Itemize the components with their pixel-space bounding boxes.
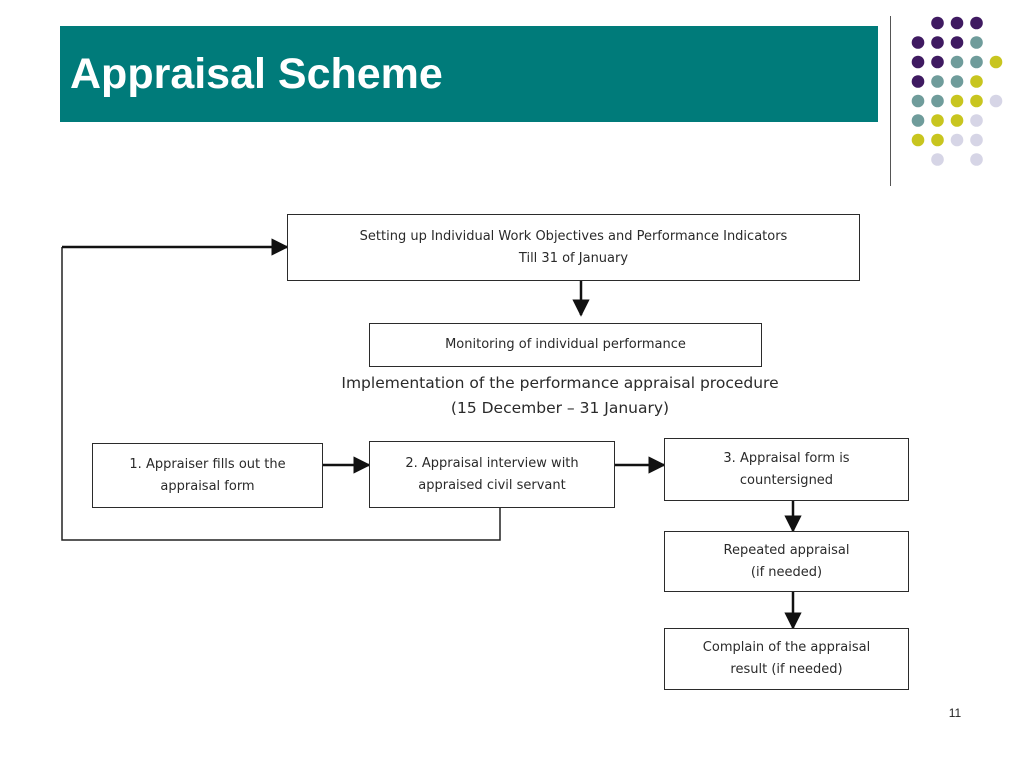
complain-box: Complain of the appraisal result (if nee…: [664, 628, 909, 690]
decorative-dot: [970, 36, 983, 49]
decorative-dot: [950, 16, 964, 30]
step1-box: 1. Appraiser fills out the appraisal for…: [92, 443, 323, 508]
decorative-dot: [911, 114, 925, 127]
decorative-dot: [970, 94, 983, 108]
complain-line-2: result (if needed): [730, 662, 843, 677]
decorative-dot: [911, 94, 925, 108]
decorative-dot: [970, 153, 983, 166]
decorative-dot: [931, 153, 944, 166]
decorative-dot: [970, 55, 983, 69]
decorative-dot: [931, 55, 944, 69]
objectives-line-2: Till 31 of January: [518, 250, 629, 266]
slide-title: Appraisal Scheme: [70, 50, 443, 98]
decorative-dot: [950, 114, 964, 127]
decorative-dot: [931, 114, 944, 127]
decorative-dot: [950, 36, 964, 49]
decorative-dot: [911, 133, 925, 147]
repeated-line-2: (if needed): [750, 564, 823, 580]
decorative-dot: [950, 94, 964, 108]
objectives-box: Setting up Individual Work Objectives an…: [287, 214, 860, 281]
decorative-dot: [931, 94, 944, 108]
step2-box: 2. Appraisal interview with appraised ci…: [369, 441, 615, 508]
complain-line-1: Complain of the appraisal: [702, 640, 871, 655]
decorative-dot: [950, 55, 964, 69]
procedure-caption-line-1: Implementation of the performance apprai…: [341, 374, 779, 392]
repeated-line-1: Repeated appraisal: [723, 542, 850, 558]
monitoring-box: Monitoring of individual performance: [369, 323, 762, 367]
decorative-dot: [970, 114, 983, 127]
decorative-dot: [970, 133, 983, 147]
decorative-dot: [970, 75, 983, 88]
step2-line-2: appraised civil servant: [418, 477, 566, 493]
procedure-caption-line-2: (15 December – 31 January): [450, 399, 670, 417]
step3-box: 3. Appraisal form is countersigned: [664, 438, 909, 501]
decorative-dot: [931, 75, 944, 88]
decorative-dot: [989, 55, 1003, 69]
monitoring-line-1: Monitoring of individual performance: [445, 337, 686, 352]
decorative-dot: [911, 55, 925, 69]
decorative-dot: [970, 16, 983, 30]
decorative-dot: [950, 133, 964, 147]
title-bar: Appraisal Scheme: [60, 26, 878, 122]
decorative-dot: [911, 75, 925, 88]
step3-line-1: 3. Appraisal form is: [723, 450, 850, 466]
decorative-dot: [950, 75, 964, 88]
page-number: 11: [948, 706, 962, 720]
decorative-dot: [931, 133, 944, 147]
step2-line-1: 2. Appraisal interview with: [405, 455, 579, 471]
header-divider: [890, 16, 891, 186]
repeated-appraisal-box: Repeated appraisal (if needed): [664, 531, 909, 592]
decorative-dot: [931, 36, 944, 49]
decorative-dot: [989, 94, 1003, 108]
step3-line-2: countersigned: [739, 472, 834, 488]
step1-line-2: appraisal form: [160, 478, 255, 494]
decorative-dot: [911, 36, 925, 49]
objectives-line-1: Setting up Individual Work Objectives an…: [359, 228, 788, 244]
step1-line-1: 1. Appraiser fills out the: [129, 456, 286, 472]
decorative-dot: [931, 16, 944, 30]
